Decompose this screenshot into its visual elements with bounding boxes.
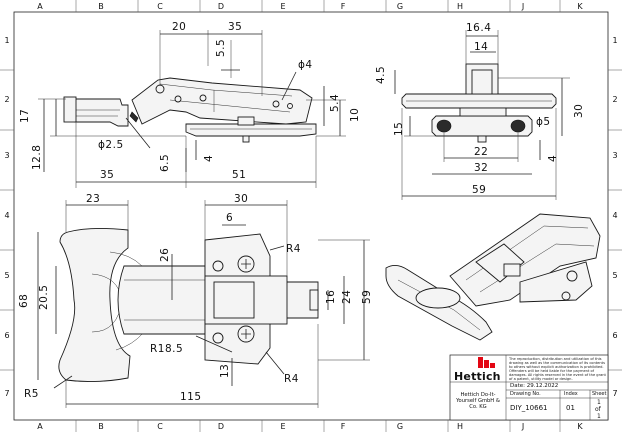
dim-label: 59 [361, 290, 373, 304]
grid-row-label: 7 [612, 389, 617, 398]
grid-col-label: H [457, 422, 463, 431]
dim-label: ϕ2.5 [98, 139, 124, 151]
dim-label: R4 [284, 373, 299, 385]
dim-label: 23 [86, 193, 100, 205]
dim-label: 16.4 [466, 22, 491, 34]
front-view-drawing [394, 30, 570, 200]
grid-row-label: 6 [612, 331, 617, 340]
grid-row-label: 5 [4, 271, 9, 280]
drawing-number-label: Drawing No. [510, 391, 541, 397]
grid-col-label: K [577, 2, 583, 11]
dim-label: 5.5 [215, 39, 227, 57]
grid-row-label: 1 [4, 36, 9, 45]
isometric-view-drawing [385, 213, 601, 341]
grid-col-label: C [157, 2, 163, 11]
dim-label: 10 [349, 108, 361, 122]
grid-col-label: D [218, 422, 224, 431]
dim-label: 35 [228, 21, 242, 33]
dim-label: 30 [234, 193, 248, 205]
dim-label: R5 [24, 388, 39, 400]
title-block-notice: The reproduction, distribution and utili… [509, 357, 606, 381]
grid-row-label: 7 [4, 389, 9, 398]
grid-col-label: E [280, 422, 285, 431]
dim-label: R4 [286, 243, 301, 255]
grid-col-label: F [341, 2, 346, 11]
dim-label: 13 [219, 364, 231, 378]
drawing-frame [13, 11, 609, 421]
grid-col-label: J [521, 2, 524, 11]
grid-row-label: 2 [4, 95, 9, 104]
dim-label: 26 [159, 248, 171, 262]
sheet-number: 1 [597, 399, 601, 406]
grid-col-label: G [397, 2, 403, 11]
drawing-number: DIY_10661 [510, 404, 548, 412]
dim-label: 6 [226, 212, 233, 224]
side-view-drawing [38, 30, 346, 188]
dim-label: 59 [472, 184, 486, 196]
dim-label: 24 [341, 290, 353, 304]
dim-label: 17 [19, 109, 31, 123]
grid-col-label: A [37, 422, 43, 431]
dim-label: 4.5 [375, 66, 387, 84]
dim-label: 4 [203, 155, 215, 162]
index-label: Index [564, 391, 578, 397]
dim-label: 15 [393, 122, 405, 136]
grid-col-label: K [577, 422, 583, 431]
dim-label: 5.4 [329, 94, 341, 112]
top-view-dimensions: 23 30 6 26 R4 68 20.5 16 24 59 R18.5 13 … [18, 193, 373, 403]
dim-label: 115 [180, 391, 202, 403]
dim-label: R18.5 [150, 343, 183, 355]
title-block [449, 354, 609, 421]
grid-row-label: 2 [612, 95, 617, 104]
grid-col-label: D [218, 2, 224, 11]
grid-col-label: F [341, 422, 346, 431]
grid-col-label: C [157, 422, 163, 431]
grid-row-label: 3 [4, 151, 9, 160]
grid-row-label: 3 [612, 151, 617, 160]
grid-row-label: 4 [612, 211, 617, 220]
dim-label: 12.8 [31, 145, 43, 170]
sheet-label: Sheet [592, 391, 607, 397]
dim-label: 20 [172, 21, 186, 33]
dim-label: 4 [547, 155, 559, 162]
hettich-logo-mark [478, 357, 500, 368]
grid-row-label: 6 [4, 331, 9, 340]
top-view-drawing [37, 200, 370, 408]
dim-label: 22 [474, 146, 488, 158]
grid-row-label: 1 [612, 36, 617, 45]
grid-col-label: H [457, 2, 463, 11]
grid-col-label: A [37, 2, 43, 11]
grid-col-label: B [98, 2, 104, 11]
title-block-company: Hettich Do-It-Yourself GmbH & Co. KG [456, 392, 500, 410]
index-value: 01 [566, 404, 575, 412]
grid-row-label: 4 [4, 211, 9, 220]
front-view-dimensions: 16.4 14 4.5 30 15 ϕ5 22 32 4 59 [375, 22, 585, 196]
dim-label: 68 [18, 294, 30, 308]
dim-label: ϕ4 [298, 59, 313, 71]
grid-col-label: J [521, 422, 524, 431]
dim-label: 32 [474, 162, 488, 174]
dim-label: 30 [573, 104, 585, 118]
title-block-date: Date: 29.12.2022 [510, 383, 559, 389]
side-view-dimensions: 20 35 5.5 ϕ4 5.4 10 17 12.8 ϕ2.5 6.5 4 3… [19, 21, 361, 181]
dim-label: 20.5 [38, 285, 50, 310]
grid-col-label: G [397, 422, 403, 431]
dim-label: 51 [232, 169, 246, 181]
dim-label: 16 [325, 290, 337, 304]
hettich-logo: Hettich [454, 370, 501, 383]
dim-label: 6.5 [159, 154, 171, 172]
dim-label: ϕ5 [536, 116, 551, 128]
dim-label: 35 [100, 169, 114, 181]
sheet-of: of [595, 406, 601, 413]
grid-col-label: B [98, 422, 104, 431]
grid-col-label: E [280, 2, 285, 11]
dim-label: 14 [474, 41, 488, 53]
sheet-total: 1 [597, 413, 601, 420]
grid-row-label: 5 [612, 271, 617, 280]
